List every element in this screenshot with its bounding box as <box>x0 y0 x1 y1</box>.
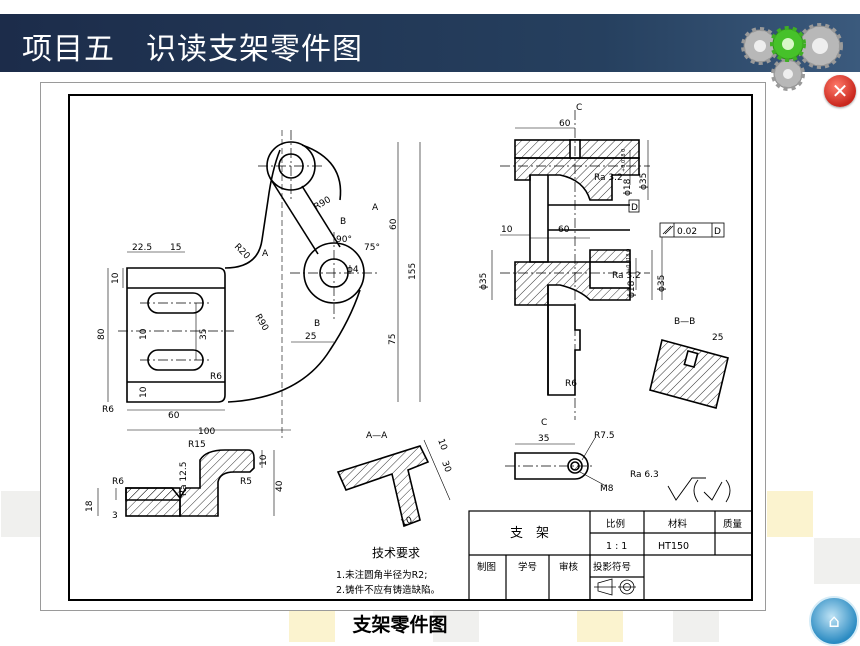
dimension-label: 80 <box>97 328 107 340</box>
dimension-label: 35 <box>538 434 549 444</box>
dimension-label: 25 <box>305 332 316 342</box>
dimension-label: 60 <box>558 225 570 235</box>
section-bb <box>649 339 729 409</box>
dimension-label: ϕ4 <box>347 265 359 275</box>
dimension-label: ϕ35 <box>657 275 667 292</box>
dimension-label: 2.铸件不应有铸造缺陷。 <box>336 584 440 596</box>
dimension-label: 60 <box>559 119 571 129</box>
dimension-label: 学号 <box>518 561 537 573</box>
dimension-label: Ra 12.5 <box>179 462 189 496</box>
drawing-border <box>68 94 753 601</box>
dimension-label: 25 <box>712 333 723 343</box>
center-lines <box>118 130 378 361</box>
figure-caption: 支架零件图 <box>352 614 448 636</box>
home-button[interactable]: ⌂ <box>809 596 859 646</box>
tech-requirements: 技术要求 1.未注圆角半径为R2; 2.铸件不应有铸造缺陷。 <box>336 546 440 596</box>
dimension-label: 22.5 <box>132 243 152 253</box>
dimension-label: D <box>714 227 721 237</box>
dimension-label: 100 <box>198 427 215 437</box>
dimension-label: 75° <box>364 243 380 253</box>
dimension-label: 75 <box>388 334 398 345</box>
dimension-label: R20 <box>232 242 252 262</box>
dimension-label: R7.5 <box>594 431 615 441</box>
dimension-label: Ra 6.3 <box>630 470 659 480</box>
close-button[interactable]: ✕ <box>824 75 856 107</box>
home-icon: ⌂ <box>828 610 840 632</box>
dimension-label: 质量 <box>723 518 743 530</box>
dimension-label: R90 <box>313 195 334 213</box>
dimension-label: A—A <box>366 431 388 441</box>
dimension-label: 审核 <box>559 561 579 573</box>
dimension-label: 10 <box>139 328 149 340</box>
dimension-label: 支 架 <box>510 526 549 541</box>
dimension-label: C <box>576 103 582 113</box>
dimension-label: B <box>314 319 320 329</box>
dimension-label: D <box>631 203 638 213</box>
dimension-label: 155 <box>408 263 418 280</box>
header-bar: 项目五 识读支架零件图 <box>0 14 860 72</box>
dimension-label: 投影符号 <box>593 561 631 573</box>
dimension-label: C <box>541 418 547 428</box>
dimension-label: 40 <box>275 480 285 492</box>
roughness-symbol <box>667 477 731 503</box>
gdt-frame <box>659 222 725 238</box>
section-aa <box>336 445 430 528</box>
bracket-part-drawing: 22.5 15 R20 R90 B A A 90° 75° ϕ4 60 155 … <box>68 94 753 601</box>
dimension-label: B <box>340 217 346 227</box>
dimension-label: 60 <box>389 218 399 230</box>
dimension-label: 1.未注圆角半径为R2; <box>336 569 427 581</box>
dimension-label: 比例 <box>606 518 625 530</box>
dimension-label: ϕ18 <box>623 178 633 196</box>
dimension-label: HT150 <box>658 541 689 552</box>
dimension-label: Ra 3.2 <box>594 173 623 183</box>
dimension-label: 15 <box>170 243 181 253</box>
dimension-label: 60 <box>168 411 180 421</box>
dimension-label: 10 <box>139 386 149 398</box>
dimension-label: A <box>372 203 379 213</box>
dimension-label: R5 <box>240 477 252 487</box>
main-view <box>126 141 365 403</box>
title-block <box>468 510 753 601</box>
dimension-label: ϕ35 <box>639 173 649 190</box>
dimension-label: 3 <box>112 511 118 521</box>
dimension-label: ϕ18 <box>627 280 637 298</box>
dimension-label: 10 <box>259 454 269 466</box>
dimension-label: 1 : 1 <box>606 541 627 552</box>
projection-symbol <box>594 578 636 596</box>
dimension-label: +0.018 0 <box>626 249 632 272</box>
dimension-label: ϕ35 <box>479 273 489 290</box>
gears-icon <box>741 23 843 91</box>
dimension-label: 技术要求 <box>372 546 420 560</box>
page-title: 项目五 识读支架零件图 <box>22 32 363 67</box>
dimension-label: 制图 <box>477 561 496 573</box>
dimension-label: R6 <box>565 379 577 389</box>
dimension-label: 90° <box>336 235 352 245</box>
dimension-label: +0.018 0 <box>621 149 627 172</box>
dimension-label: 材料 <box>668 518 688 530</box>
dimension-label: R90 <box>252 313 270 334</box>
dimension-label: R15 <box>188 440 206 450</box>
dimension-label: R6 <box>112 477 124 487</box>
dimension-label: M8 <box>600 484 614 494</box>
dimension-label: 35 <box>199 329 209 340</box>
dimension-label: 30 <box>439 460 452 474</box>
dimension-label: 18 <box>85 500 95 512</box>
dimension-label: 10 <box>111 272 121 284</box>
dimension-label: 10 <box>435 438 448 452</box>
dimension-label: Ra 3.2 <box>612 271 641 281</box>
dimension-label: 10 <box>501 225 513 235</box>
dimension-label: A <box>262 249 269 259</box>
side-view <box>514 139 640 396</box>
dimension-label: R6 <box>210 372 222 382</box>
bottom-view <box>125 449 255 517</box>
dimension-label: R6 <box>102 405 114 415</box>
dimension-label: 10 <box>400 515 414 528</box>
dimension-label: 0.02 <box>677 227 697 237</box>
dimension-label: B—B <box>674 317 695 327</box>
